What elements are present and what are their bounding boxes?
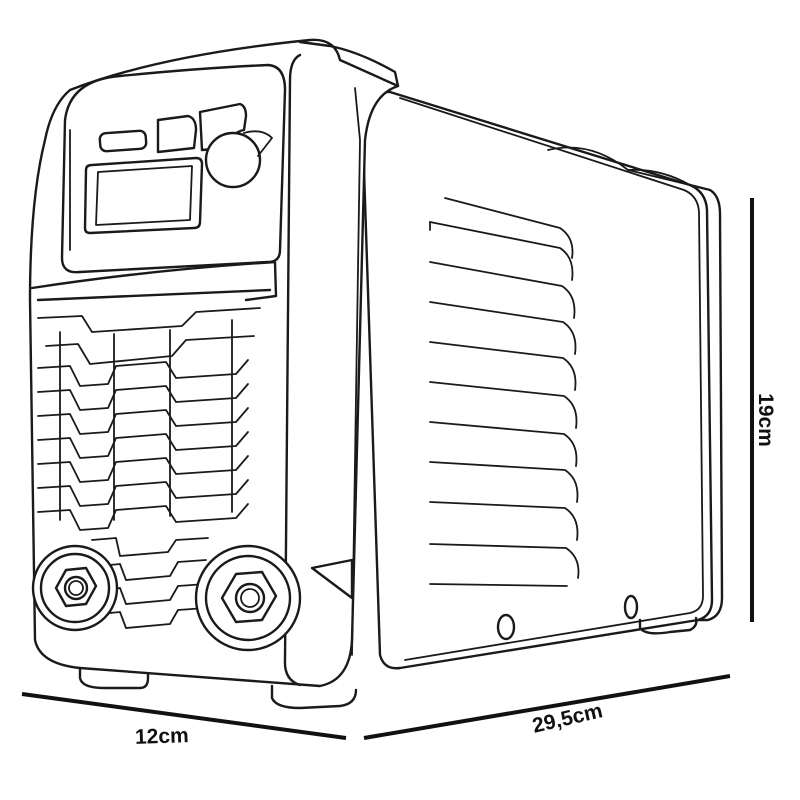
- side-panel: [360, 90, 724, 670]
- display-screen: [83, 156, 204, 235]
- front-body: [28, 38, 400, 688]
- screw-icon: [496, 613, 516, 641]
- triangle-logo: [310, 558, 354, 600]
- side-vents: [429, 197, 580, 587]
- connector-right: [194, 544, 302, 652]
- height-label: 19cm: [753, 393, 777, 447]
- width-label: 12cm: [134, 724, 190, 749]
- control-knob: [204, 130, 273, 189]
- button-mid: [156, 114, 198, 154]
- button-left: [98, 129, 148, 153]
- width-dimension-line: [21, 692, 347, 740]
- feet: [78, 616, 698, 710]
- connector-left: [31, 544, 119, 632]
- length-dimension-line: [363, 674, 731, 740]
- screw-icon: [623, 594, 639, 620]
